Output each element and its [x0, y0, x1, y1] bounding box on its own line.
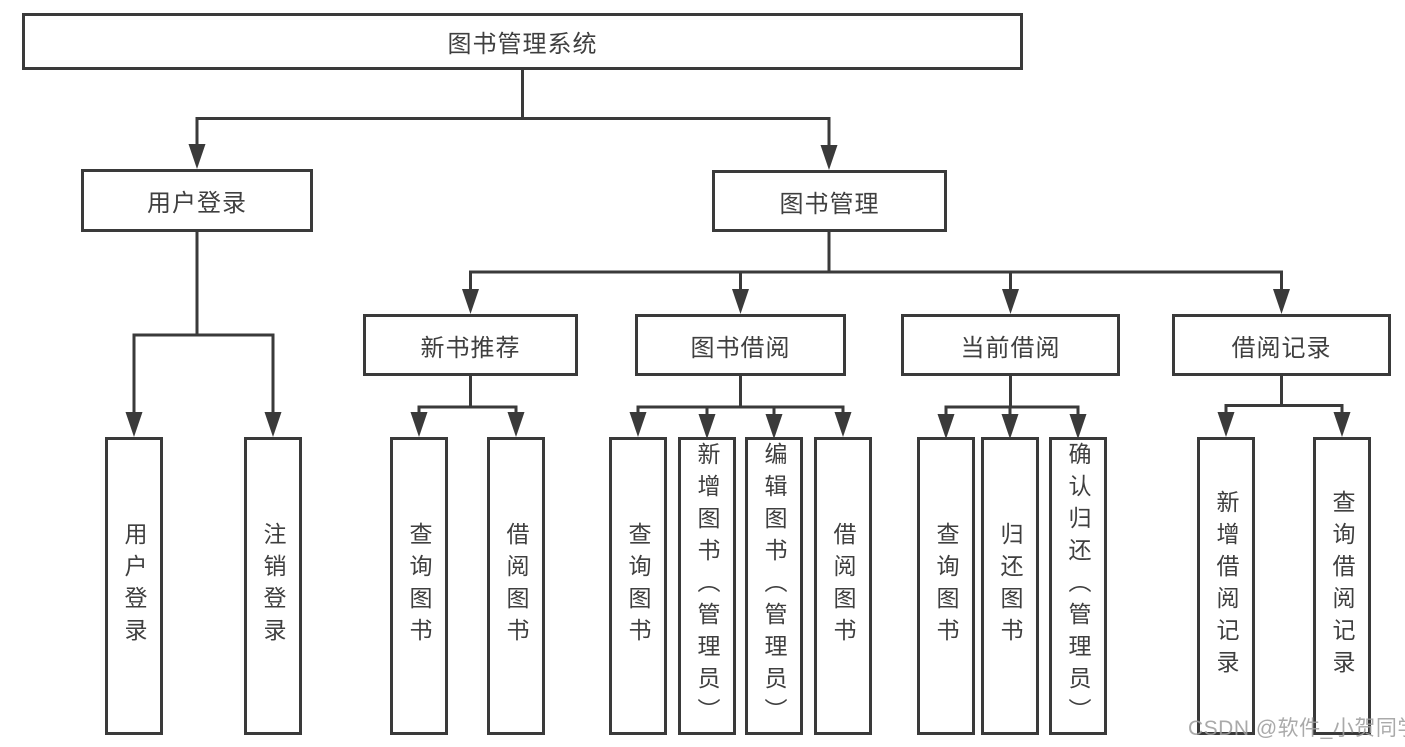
arrow-down-icon	[732, 289, 749, 314]
leaf-record-query-borrow-record: 查询借阅记录	[1313, 437, 1371, 735]
connector-new-book-rec-to-leaves	[410, 376, 525, 437]
node-library-management-system: 图书管理系统	[22, 13, 1023, 70]
arrow-down-icon	[410, 412, 428, 437]
arrow-down-icon	[698, 414, 716, 439]
arrow-down-icon	[125, 412, 143, 437]
connector-user-login-to-leaves	[125, 232, 282, 437]
connector-current-borrow-to-leaves	[937, 376, 1087, 439]
arrow-down-icon	[462, 289, 479, 314]
connector-line	[417, 376, 518, 418]
arrow-down-icon	[1002, 289, 1019, 314]
arrow-down-icon	[1217, 412, 1235, 437]
leaf-current-return-books: 归还图书	[981, 437, 1039, 735]
leaf-user-login: 用户登录	[105, 437, 163, 735]
arrow-down-icon	[1069, 414, 1087, 439]
arrow-down-icon	[1001, 414, 1019, 439]
node-current-borrow: 当前借阅	[901, 314, 1120, 376]
node-book-management: 图书管理	[712, 170, 947, 232]
arrow-down-icon	[834, 412, 852, 437]
leaf-record-add-borrow-record: 新增借阅记录	[1197, 437, 1255, 735]
connector-line	[636, 376, 845, 418]
node-new-book-recommend: 新书推荐	[363, 314, 578, 376]
leaf-borrow-borrow-books: 借阅图书	[814, 437, 872, 735]
connector-line	[132, 232, 275, 418]
arrow-down-icon	[937, 414, 955, 439]
arrow-down-icon	[629, 412, 647, 437]
leaf-logout: 注销登录	[244, 437, 302, 735]
leaf-recommend-borrow-books: 借阅图书	[487, 437, 545, 735]
csdn-watermark: CSDN @软件_小贺同学	[1188, 717, 1405, 740]
arrow-down-icon	[507, 412, 525, 437]
connector-line	[195, 70, 831, 149]
arrow-down-icon	[1273, 289, 1290, 314]
node-borrow-record: 借阅记录	[1172, 314, 1391, 376]
connector-line	[1224, 376, 1344, 418]
connector-line	[944, 376, 1080, 418]
arrow-down-icon	[188, 144, 206, 169]
node-book-borrow: 图书借阅	[635, 314, 846, 376]
arrow-down-icon	[820, 145, 838, 170]
connector-line	[469, 232, 1283, 295]
connector-book-management-to-level3	[462, 232, 1290, 314]
connector-root-to-level2	[188, 70, 838, 170]
leaf-current-confirm-return-admin: 确认归还（管理员）	[1049, 437, 1107, 735]
connector-book-borrow-to-leaves	[629, 376, 852, 439]
leaf-borrow-add-books-admin: 新增图书（管理员）	[678, 437, 736, 735]
leaf-borrow-query-books: 查询图书	[609, 437, 667, 735]
connector-borrow-record-to-leaves	[1217, 376, 1351, 437]
leaf-borrow-edit-books-admin: 编辑图书（管理员）	[745, 437, 803, 735]
leaf-recommend-query-books: 查询图书	[390, 437, 448, 735]
arrow-down-icon	[765, 414, 783, 439]
arrow-down-icon	[1333, 412, 1351, 437]
arrow-down-icon	[264, 412, 282, 437]
node-user-login: 用户登录	[81, 169, 313, 232]
leaf-current-query-books: 查询图书	[917, 437, 975, 735]
